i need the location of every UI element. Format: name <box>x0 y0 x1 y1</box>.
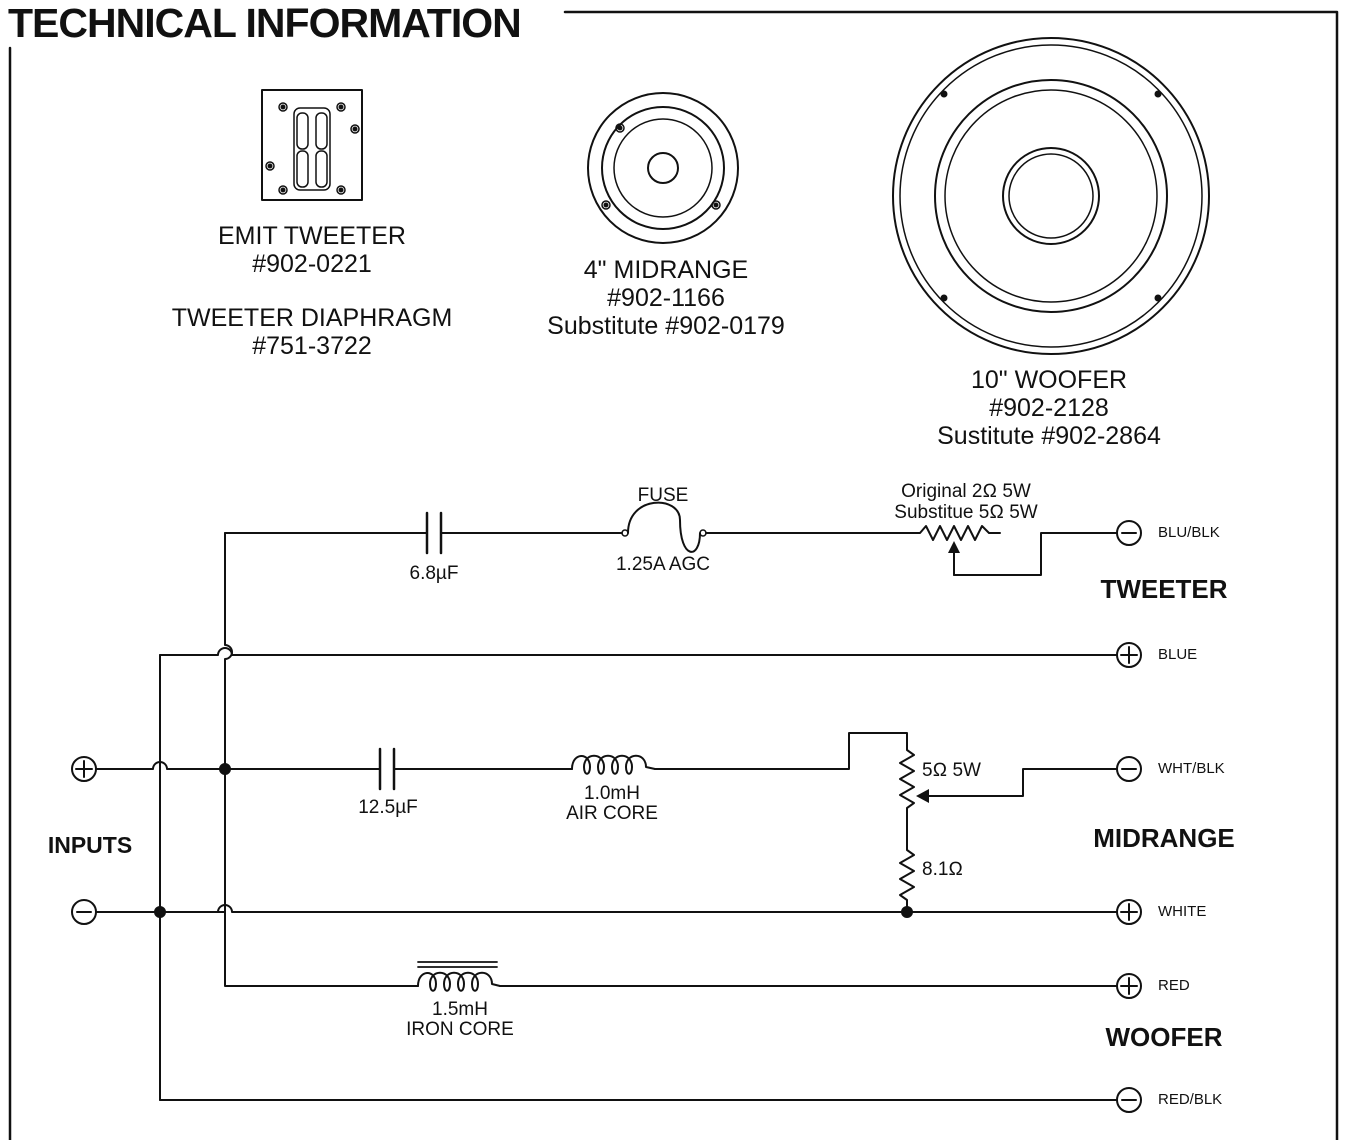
tweeter-circuit <box>224 501 1118 761</box>
midrange-inductor-core: AIR CORE <box>566 803 658 824</box>
fuse-label: FUSE <box>637 485 689 506</box>
woofer-circuit <box>224 759 1118 992</box>
midrange-positive-wire-color: WHITE <box>1158 903 1207 920</box>
tweeter-negative-terminal <box>1116 520 1142 546</box>
woofer-negative-terminal <box>1116 1087 1142 1113</box>
tweeter-positive-wire-color: BLUE <box>1158 646 1198 663</box>
woofer-positive-terminal <box>1116 973 1142 999</box>
tweeter-positive-terminal <box>1116 642 1142 668</box>
woofer-part-number: #902-2128 <box>989 394 1109 422</box>
tweeter-resistor-substitute: Substitue 5Ω 5W <box>894 502 1038 523</box>
midrange-circuit <box>95 732 1118 913</box>
woofer-illustration <box>892 37 1210 355</box>
woofer-substitute: Sustitute #902-2864 <box>937 422 1161 450</box>
page-title: TECHNICAL INFORMATION <box>8 0 522 46</box>
midrange-capacitor-value: 12.5µF <box>358 797 418 818</box>
tweeter-positive-wire <box>159 647 1118 656</box>
midrange-section-label: MIDRANGE <box>1093 823 1235 853</box>
tweeter-negative-wire-color: BLU/BLK <box>1158 524 1220 541</box>
midrange-negative-wire-color: WHT/BLK <box>1158 760 1225 777</box>
diaphragm-name: TWEETER DIAPHRAGM <box>171 304 453 332</box>
tweeter-part-number: #902-0221 <box>252 250 372 278</box>
emit-tweeter-illustration <box>261 89 363 201</box>
midrange-positive-terminal <box>1116 899 1142 925</box>
inputs-label: INPUTS <box>47 832 133 858</box>
junction-dot <box>901 906 913 918</box>
frame-top-right-border <box>563 10 1339 1140</box>
midrange-positive-wire <box>95 904 1118 913</box>
tweeter-section-label: TWEETER <box>1100 574 1228 604</box>
fuse-rating: 1.25A AGC <box>615 554 711 575</box>
midrange-part-number: #902-1166 <box>607 284 725 312</box>
tweeter-capacitor-value: 6.8µF <box>409 563 459 584</box>
input-negative-terminal <box>71 899 97 925</box>
midrange-pot-value: 5Ω 5W <box>922 760 981 781</box>
woofer-name: 10" WOOFER <box>970 366 1128 394</box>
input-positive-terminal <box>71 756 97 782</box>
tweeter-resistor-original: Original 2Ω 5W <box>901 481 1031 502</box>
junction-dot <box>219 763 231 775</box>
diaphragm-part-number: #751-3722 <box>252 332 372 360</box>
junction-dot <box>154 906 166 918</box>
midrange-inductor-value: 1.0mH <box>584 783 640 804</box>
midrange-substitute: Substitute #902-0179 <box>547 312 785 340</box>
woofer-positive-wire-color: RED <box>1158 977 1190 994</box>
woofer-inductor-value: 1.5mH <box>432 999 488 1020</box>
midrange-name: 4" MIDRANGE <box>583 256 749 284</box>
midrange-illustration <box>587 92 739 244</box>
midrange-negative-terminal <box>1116 756 1142 782</box>
woofer-section-label: WOOFER <box>1105 1022 1223 1052</box>
woofer-negative-wire-color: RED/BLK <box>1158 1091 1223 1108</box>
woofer-inductor-core: IRON CORE <box>406 1019 514 1040</box>
midrange-resistor-value: 8.1Ω <box>922 859 964 880</box>
tweeter-name: EMIT TWEETER <box>218 222 406 250</box>
